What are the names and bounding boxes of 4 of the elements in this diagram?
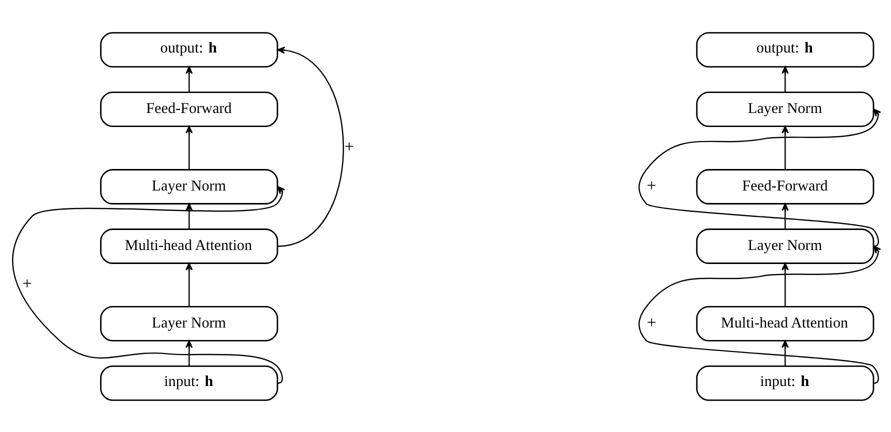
edge-label: + [646,175,656,194]
edge-label: + [22,274,32,293]
edge-label: + [344,136,354,156]
edge-label: + [646,312,656,332]
